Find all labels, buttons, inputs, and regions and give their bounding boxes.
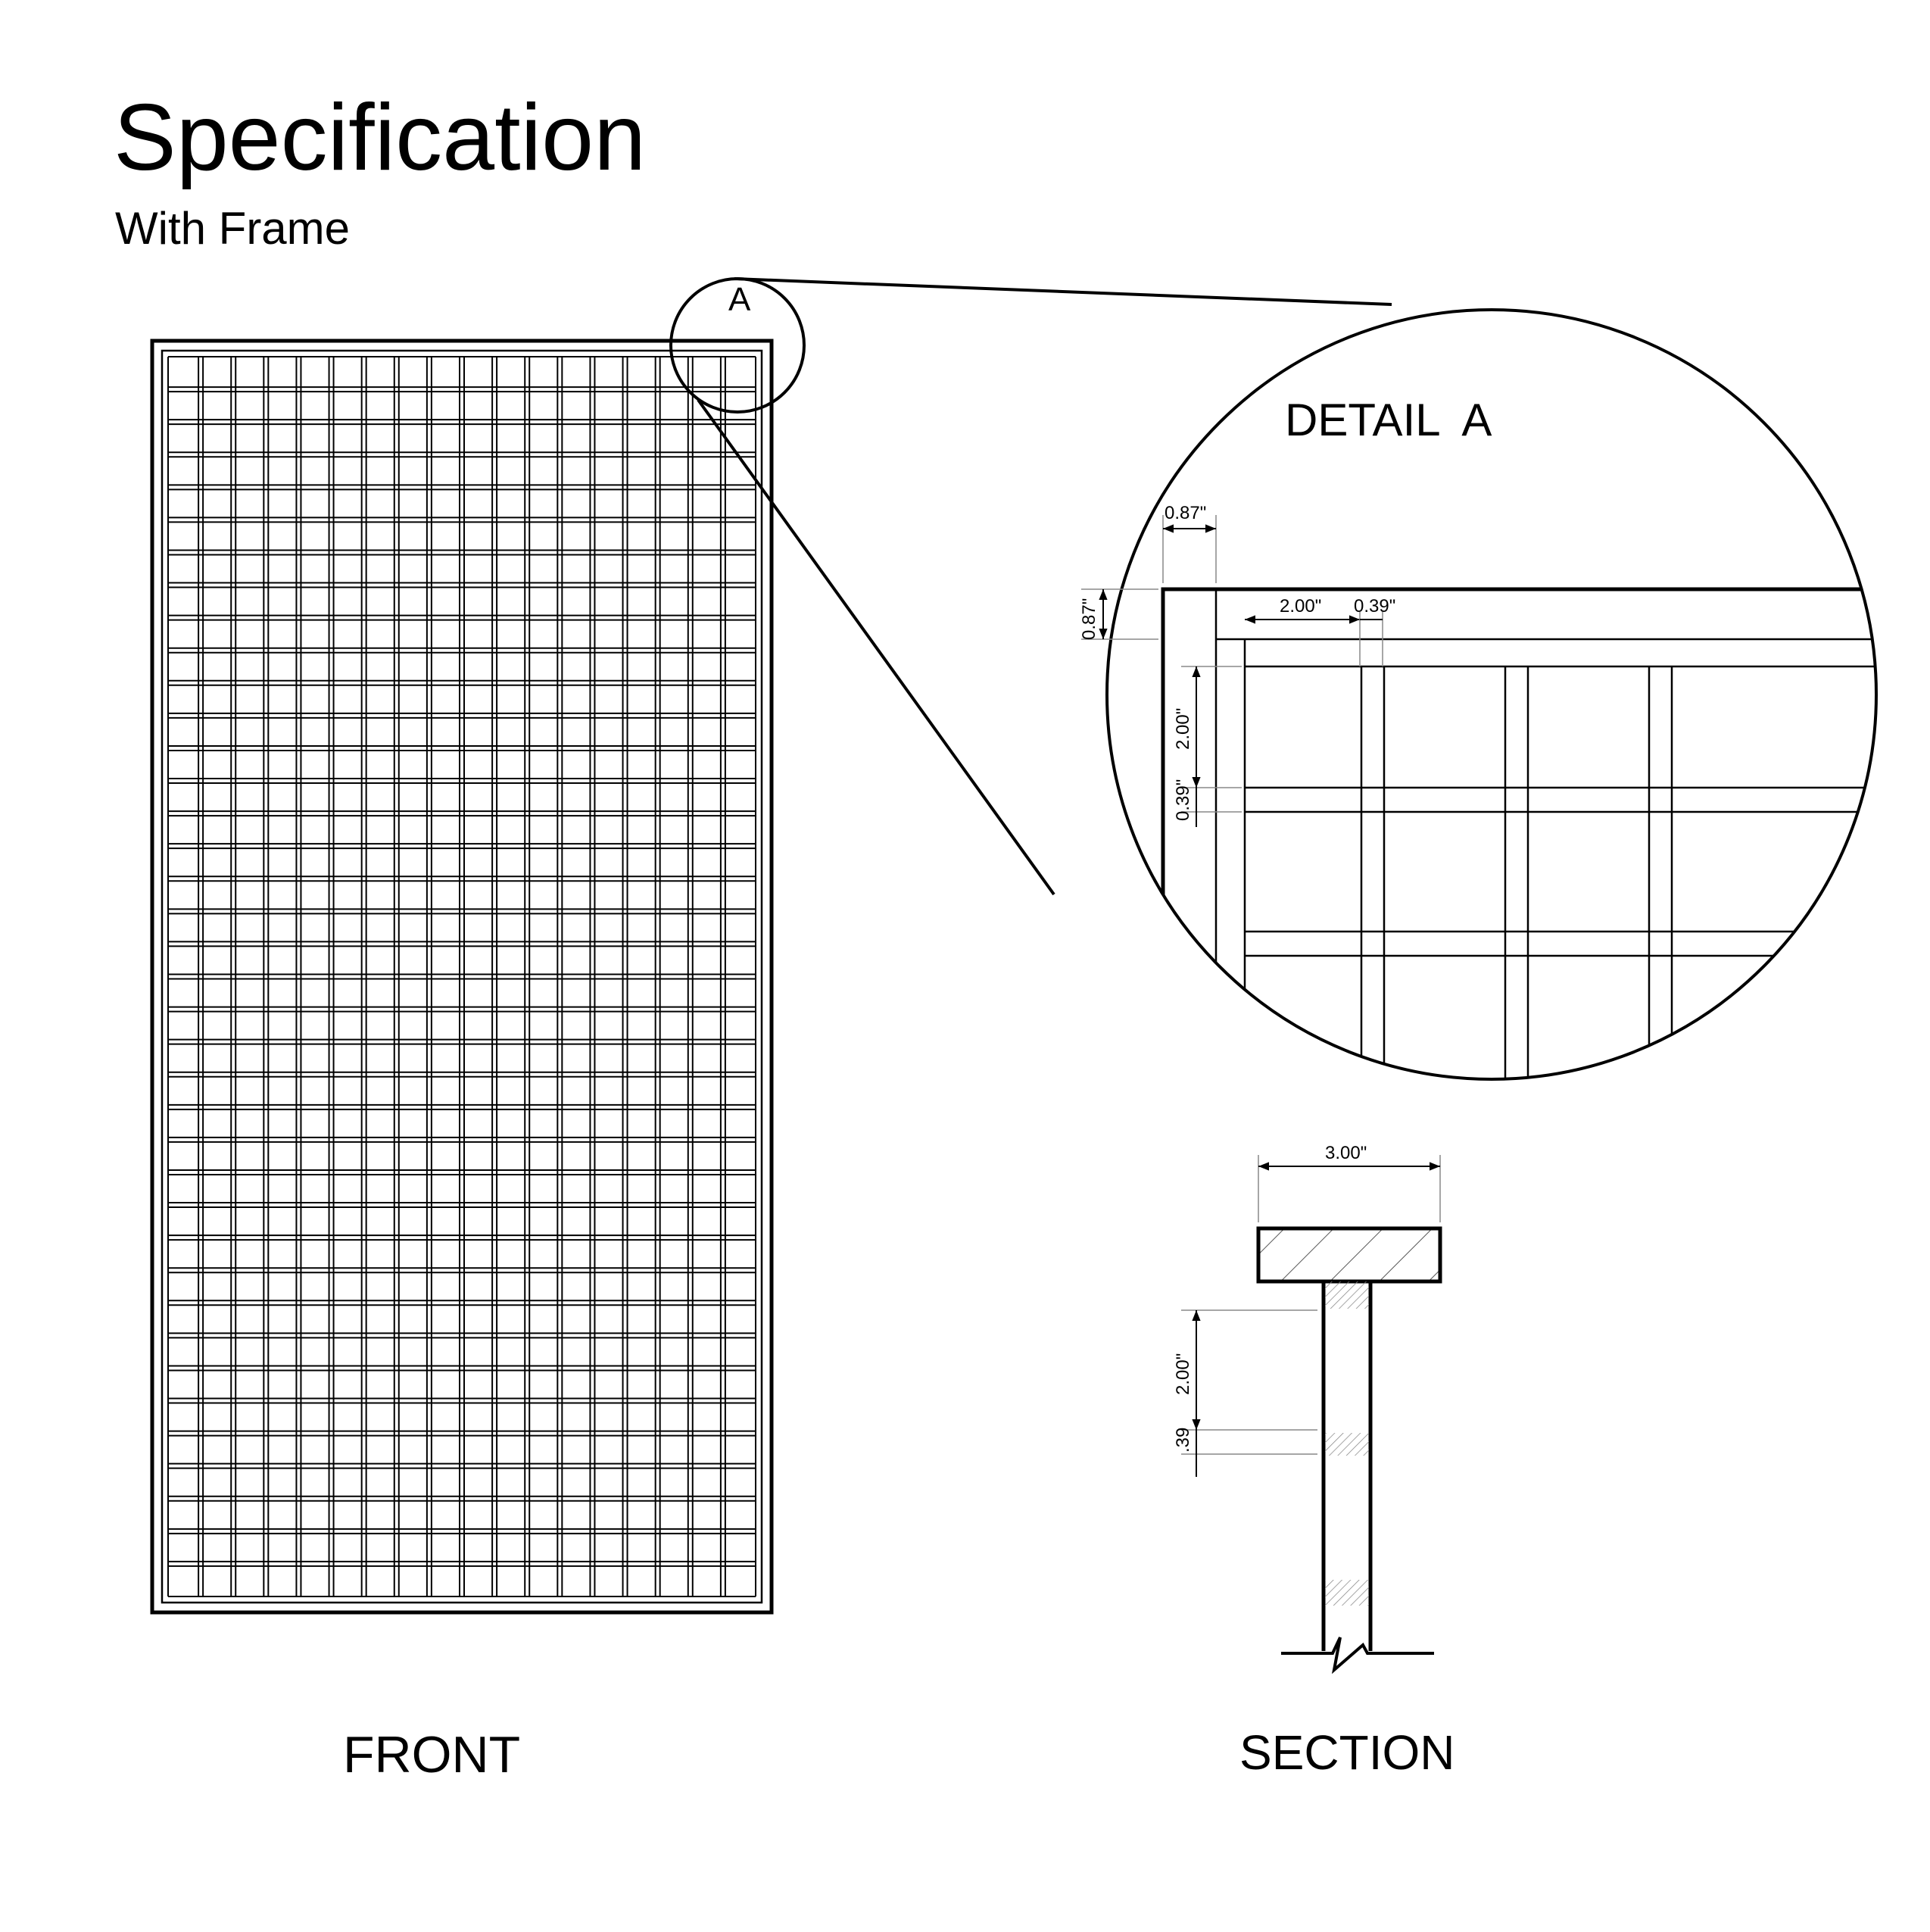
dim-flange-width: 3.00"	[1325, 1143, 1367, 1163]
detail-dimensions: 0.87" 0.87" 2.00" 0.39" 2.00" 0.39"	[1079, 503, 1395, 827]
section-view: 3.00" 2.00" .39	[1173, 1143, 1442, 1675]
dim-section-bar: .39	[1173, 1428, 1193, 1453]
detail-marker-label: A	[728, 281, 751, 318]
leader-line-top	[734, 277, 1392, 306]
section-flange	[1256, 1226, 1442, 1284]
page-subtitle: With Frame	[115, 203, 351, 254]
front-frame-inner	[161, 349, 763, 1604]
detail-grid	[1245, 665, 1876, 1079]
section-bar-2	[1325, 1433, 1369, 1456]
detail-callout: A DETAIL A 0.87" 0.87" 2.00" 0.39"	[669, 277, 1878, 1081]
dim-opening-h: 2.00"	[1280, 596, 1321, 616]
dim-frame-width-h: 0.87"	[1165, 503, 1206, 523]
section-bar-3	[1325, 1580, 1369, 1606]
front-view	[150, 339, 774, 1615]
front-frame-outer	[150, 339, 774, 1615]
dim-bar-v: 0.39"	[1173, 779, 1193, 821]
dim-section-opening: 2.00"	[1173, 1353, 1193, 1395]
dim-opening-v: 2.00"	[1173, 708, 1193, 750]
dim-bar-h: 0.39"	[1354, 596, 1395, 616]
detail-circle	[1105, 308, 1878, 1081]
leader-line-bottom	[697, 398, 1055, 896]
front-label: FRONT	[343, 1726, 520, 1784]
page-title: Specification	[114, 86, 647, 190]
section-break-line	[1281, 1637, 1434, 1675]
section-bar-1	[1325, 1281, 1369, 1309]
dim-frame-width-v: 0.87"	[1079, 598, 1099, 640]
section-label: SECTION	[1239, 1725, 1455, 1780]
front-grid	[167, 356, 756, 1597]
detail-title: DETAIL A	[1285, 395, 1492, 445]
